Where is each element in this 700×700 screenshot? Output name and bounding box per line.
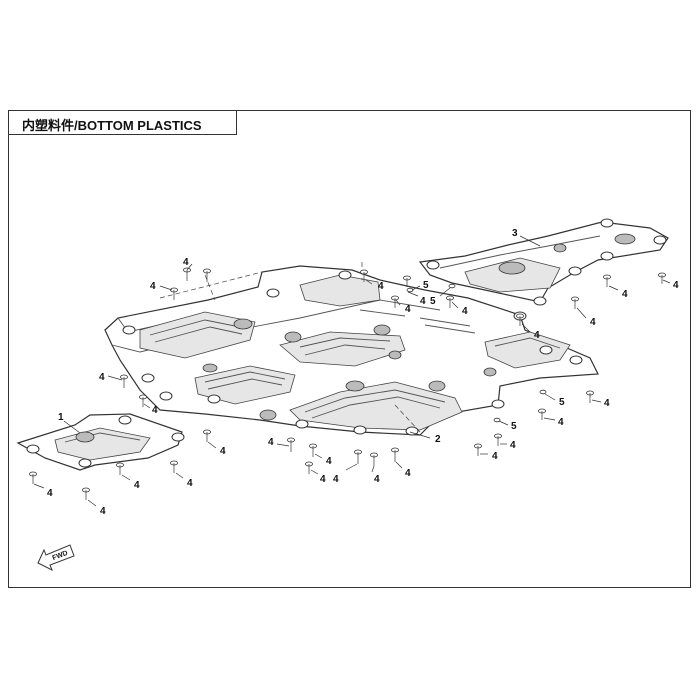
fwd-arrow: FWD <box>37 544 75 572</box>
screw-icon <box>516 313 524 326</box>
screw-icon <box>586 390 594 403</box>
screw-icon <box>309 443 317 457</box>
front-small-plate <box>16 413 185 471</box>
screw-icon <box>139 394 147 407</box>
callout-screw: 4 <box>152 405 158 416</box>
screw-icon <box>203 268 211 282</box>
callout-part-1: 1 <box>58 412 64 423</box>
clip-icon <box>493 417 501 423</box>
screw-icon <box>287 437 295 452</box>
callout-screw: 4 <box>183 257 189 268</box>
callout-screw: 4 <box>405 468 411 479</box>
screw-icon <box>170 460 178 473</box>
screw-icon <box>446 295 454 308</box>
screw-icon <box>658 272 666 284</box>
screw-icon <box>170 287 178 300</box>
callout-screw: 4 <box>320 474 326 485</box>
screw-icon <box>474 443 482 456</box>
callout-clip: 5 <box>511 421 517 432</box>
callout-screw: 4 <box>100 506 106 517</box>
screw-icon <box>116 462 124 475</box>
callout-screw: 4 <box>374 474 380 485</box>
callout-screw: 4 <box>326 456 332 467</box>
screw-icon <box>603 274 611 287</box>
rear-upper-plate <box>418 218 669 306</box>
callout-screw: 4 <box>510 440 516 451</box>
callout-screw: 4 <box>220 446 226 457</box>
callout-part-3: 3 <box>512 228 518 239</box>
screw-icon <box>403 275 411 287</box>
screw-icon <box>354 449 362 464</box>
callout-screw: 4 <box>622 289 628 300</box>
screw-icon <box>571 296 579 309</box>
callout-screw: 4 <box>99 372 105 383</box>
diagram-frame <box>8 110 691 588</box>
page-title: 内塑料件/BOTTOM PLASTICS <box>22 118 202 133</box>
screw-icon <box>203 429 211 442</box>
callout-clip: 5 <box>559 397 565 408</box>
callout-clip: 5 <box>423 280 429 291</box>
screw-icon <box>494 433 502 446</box>
callout-screw: 4 <box>590 317 596 328</box>
callout-screw: 4 <box>673 280 679 291</box>
callout-screw: 4 <box>187 478 193 489</box>
callout-screw: 4 <box>420 296 426 307</box>
callout-screw: 4 <box>462 306 468 317</box>
screw-icon <box>29 471 37 484</box>
clip-icon <box>406 287 414 293</box>
callout-screw: 4 <box>47 488 53 499</box>
callout-screw: 4 <box>604 398 610 409</box>
callout-screw: 4 <box>378 281 384 292</box>
title-box <box>8 110 237 135</box>
callout-screw: 4 <box>150 281 156 292</box>
screw-icon <box>538 408 546 420</box>
clip-icon <box>539 389 547 395</box>
screw-icon <box>120 374 128 388</box>
main-bottom-plate <box>104 265 599 436</box>
callout-screw: 4 <box>492 451 498 462</box>
screw-icon <box>360 269 368 282</box>
callout-labels: 1 2 3 4 4 4 4 4 4 4 4 4 4 4 4 4 4 4 4 4 … <box>33 228 679 517</box>
callout-part-2: 2 <box>435 434 441 445</box>
callout-clip: 5 <box>430 296 436 307</box>
screw-icon <box>370 452 378 466</box>
screw-icon <box>82 487 90 500</box>
screw-icon <box>305 461 313 474</box>
callout-screw: 4 <box>558 417 564 428</box>
screw-icon <box>391 447 399 462</box>
callout-screw: 4 <box>405 304 411 315</box>
callout-screw: 4 <box>268 437 274 448</box>
callout-screw: 4 <box>534 330 540 341</box>
screw-icon <box>391 295 399 308</box>
clip-icon <box>448 283 456 289</box>
callout-screw: 4 <box>333 474 339 485</box>
callout-screw: 4 <box>134 480 140 491</box>
fastener-set <box>29 267 666 500</box>
